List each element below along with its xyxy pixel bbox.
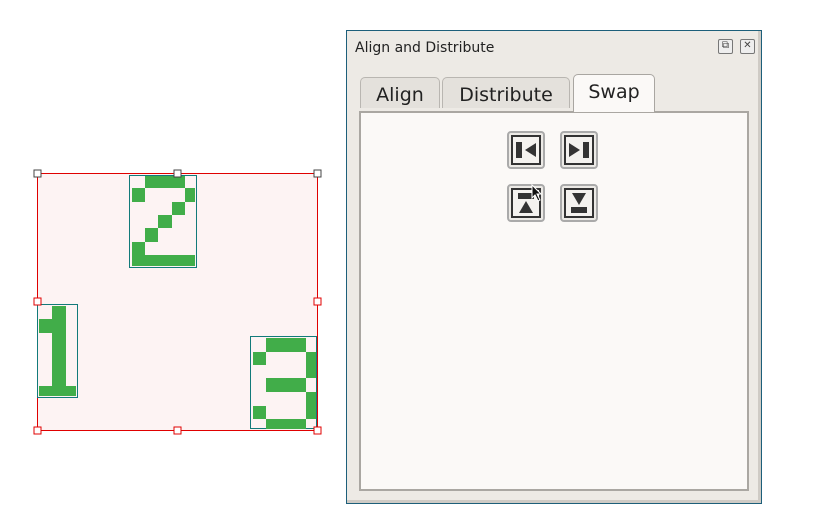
swap-left-icon [511, 135, 541, 165]
swap-top-icon [511, 188, 541, 218]
tab-align[interactable]: Align [360, 77, 440, 108]
restore-icon[interactable]: ⧉ [718, 39, 733, 54]
digit-2-object[interactable] [129, 175, 197, 268]
bbox-handles[interactable] [33, 169, 322, 178]
selection-handles[interactable] [33, 297, 322, 435]
align-distribute-dialog: Align and Distribute ⧉ ✕ Align Distribut… [346, 30, 762, 504]
tab-swap[interactable]: Swap [573, 74, 655, 112]
digit-3-object[interactable] [250, 336, 317, 430]
swap-right-icon [564, 135, 594, 165]
drawing-canvas[interactable] [0, 0, 340, 524]
swap-panel [359, 111, 749, 491]
close-icon[interactable]: ✕ [740, 39, 755, 54]
tab-distribute[interactable]: Distribute [442, 77, 570, 108]
mouse-cursor-icon [531, 184, 543, 202]
digit-1-object[interactable] [37, 304, 78, 398]
swap-bottom-icon [564, 188, 594, 218]
dialog-title: Align and Distribute [355, 40, 495, 56]
swap-bottom-button[interactable] [560, 184, 598, 222]
swap-left-button[interactable] [507, 131, 545, 169]
swap-top-button[interactable] [507, 184, 545, 222]
swap-right-button[interactable] [560, 131, 598, 169]
